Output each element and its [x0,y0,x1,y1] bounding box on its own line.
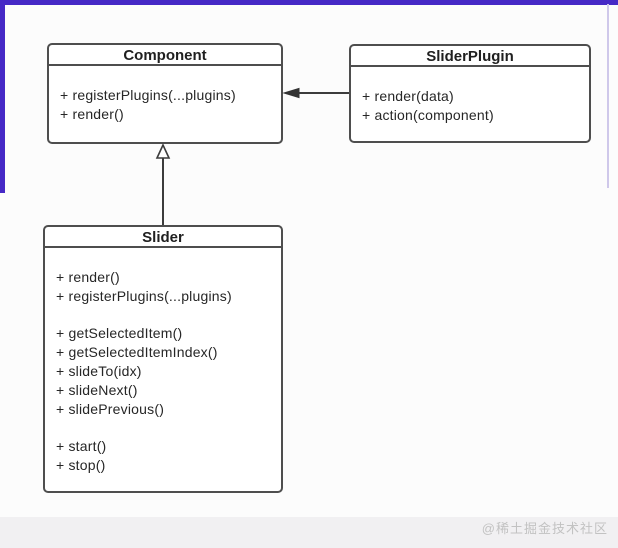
frame-top-border [0,0,618,5]
class-body-slider: + render() + registerPlugins(...plugins)… [45,248,281,475]
method-line: + render() [56,269,120,285]
method-line: + render() [60,106,124,122]
method-group: + render() + registerPlugins(...plugins) [56,268,275,306]
class-box-component: Component + registerPlugins(...plugins) … [47,43,283,144]
class-title-sliderplugin: SliderPlugin [351,46,589,67]
method-line: + slideNext() [56,382,138,398]
class-box-slider: Slider + render() + registerPlugins(...p… [43,225,283,493]
method-line: + getSelectedItem() [56,325,183,341]
method-line: + stop() [56,457,106,473]
method-line: + registerPlugins(...plugins) [60,87,236,103]
class-title-component: Component [49,45,281,66]
frame-left-border [0,0,5,193]
method-line: + slideTo(idx) [56,363,142,379]
method-group: + start() + stop() [56,437,275,475]
class-body-sliderplugin: + render(data) + action(component) [351,67,589,125]
frame-right-border [607,4,609,188]
association-arrow-sliderplugin-to-component [282,87,349,99]
method-group: + render(data) + action(component) [362,87,583,125]
class-body-component: + registerPlugins(...plugins) + render() [49,66,281,124]
class-title-slider: Slider [45,227,281,248]
class-box-sliderplugin: SliderPlugin + render(data) + action(com… [349,44,591,143]
method-line: + slidePrevious() [56,401,165,417]
method-line: + action(component) [362,107,494,123]
bottom-strip [0,517,618,548]
method-line: + start() [56,438,107,454]
method-group: + registerPlugins(...plugins) + render() [60,86,275,124]
method-line: + registerPlugins(...plugins) [56,288,232,304]
method-group: + getSelectedItem() + getSelectedItemInd… [56,324,275,419]
inheritance-arrow-slider-to-component [155,143,171,225]
method-line: + render(data) [362,88,454,104]
watermark-text: @稀土掘金技术社区 [481,521,608,536]
method-line: + getSelectedItemIndex() [56,344,218,360]
